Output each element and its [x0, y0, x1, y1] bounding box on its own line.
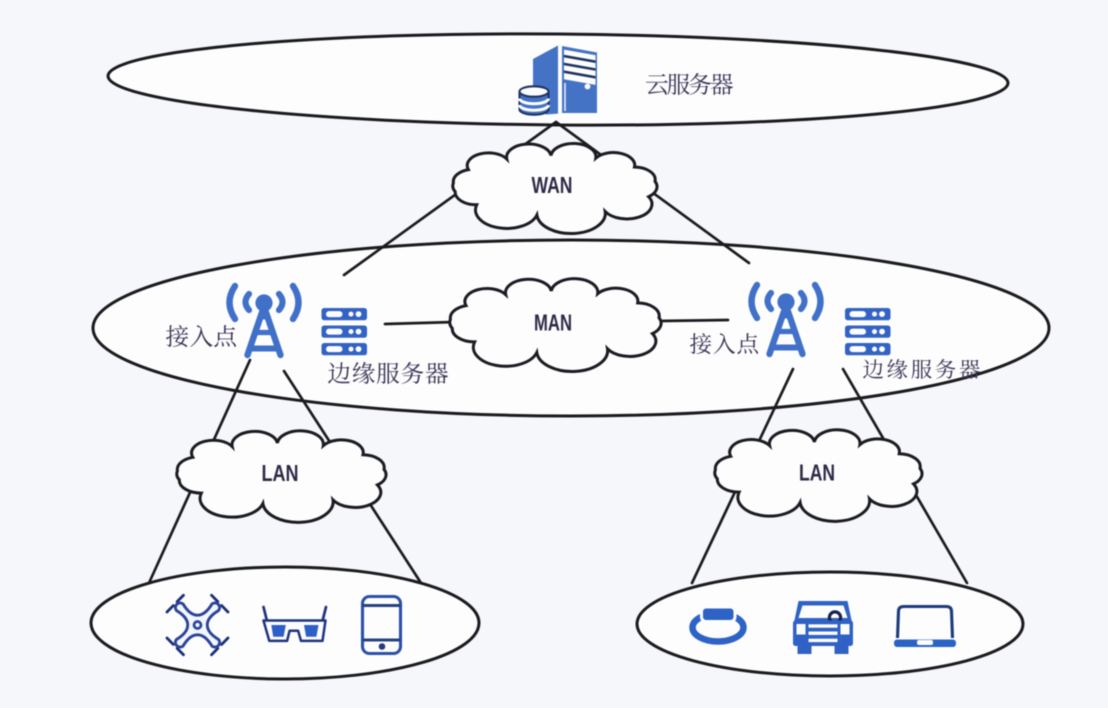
- svg-text:MAN: MAN: [534, 310, 572, 336]
- svg-text:LAN: LAN: [262, 460, 299, 486]
- svg-text:LAN: LAN: [799, 460, 835, 486]
- svg-text:WAN: WAN: [532, 172, 573, 198]
